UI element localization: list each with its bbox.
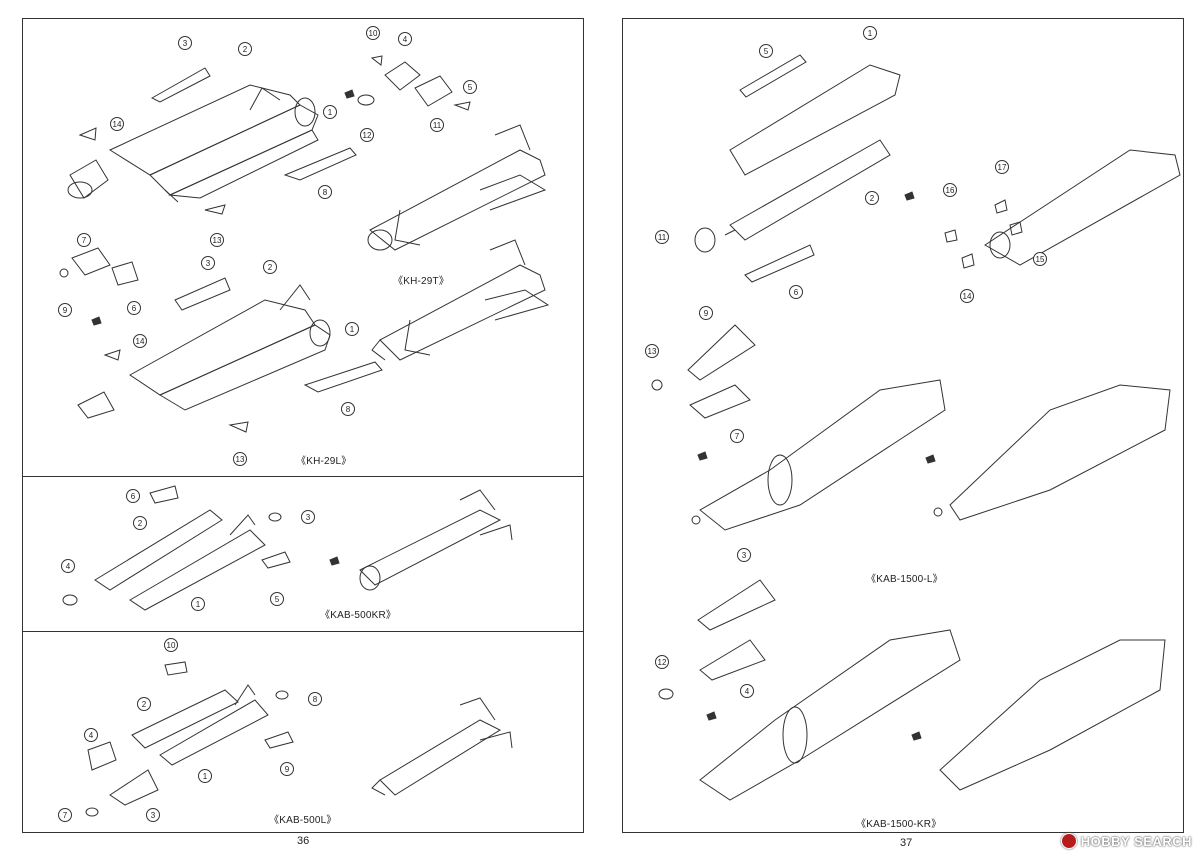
- part-number-callout: 1: [345, 322, 359, 336]
- hobby-search-logo-icon: [1060, 833, 1077, 849]
- caption-kh29l: 《KH-29L》: [296, 456, 352, 467]
- caption-kab500kr: 《KAB-500KR》: [320, 610, 397, 621]
- part-number-callout: 8: [308, 692, 322, 706]
- part-number-callout: 5: [270, 592, 284, 606]
- left-page-frame: [22, 18, 584, 833]
- part-number-callout: 5: [759, 44, 773, 58]
- kh29l-exploded-missile: [59, 247, 383, 433]
- kh29t-exploded-missile: [67, 67, 357, 215]
- kab1500kr-body-assembly: [699, 629, 1166, 801]
- part-number-callout: 7: [58, 808, 72, 822]
- left-divider-1: [22, 476, 584, 477]
- part-number-callout: 12: [360, 128, 374, 142]
- part-number-callout: 2: [238, 42, 252, 56]
- part-number-callout: 2: [133, 516, 147, 530]
- part-number-callout: 5: [463, 80, 477, 94]
- part-number-callout: 2: [137, 697, 151, 711]
- kab1500kr-nose-parts: [658, 579, 776, 700]
- part-number-callout: 13: [233, 452, 247, 466]
- part-number-callout: 9: [699, 306, 713, 320]
- part-number-callout: 10: [366, 26, 380, 40]
- part-number-callout: 4: [740, 684, 754, 698]
- part-number-callout: 1: [323, 105, 337, 119]
- part-number-callout: 1: [863, 26, 877, 40]
- part-number-callout: 13: [645, 344, 659, 358]
- part-number-callout: 6: [126, 489, 140, 503]
- part-number-callout: 3: [301, 510, 315, 524]
- watermark: HOBBY SEARCH: [1060, 833, 1192, 849]
- part-number-callout: 3: [737, 548, 751, 562]
- part-number-callout: 7: [730, 429, 744, 443]
- kh29t-assembled-missile: [367, 124, 547, 251]
- part-number-callout: 9: [280, 762, 294, 776]
- part-number-callout: 1: [191, 597, 205, 611]
- part-number-callout: 4: [398, 32, 412, 46]
- part-number-callout: 14: [133, 334, 147, 348]
- part-number-callout: 11: [655, 230, 669, 244]
- right-page-frame: [622, 18, 1184, 833]
- part-number-callout: 2: [263, 260, 277, 274]
- kab1500l-detail-assembly: [904, 149, 1181, 269]
- part-number-callout: 8: [341, 402, 355, 416]
- kab500l-assembled-bomb: [371, 697, 513, 796]
- part-number-callout: 14: [960, 289, 974, 303]
- caption-kab500l: 《KAB-500L》: [269, 815, 337, 826]
- part-number-callout: 8: [318, 185, 332, 199]
- part-number-callout: 9: [58, 303, 72, 317]
- part-number-callout: 11: [430, 118, 444, 132]
- caption-kab1500l: 《KAB-1500-L》: [866, 574, 943, 585]
- page-number-right: 37: [900, 837, 913, 849]
- part-number-callout: 1: [198, 769, 212, 783]
- kh29t-small-parts: [344, 55, 471, 111]
- part-number-callout: 3: [146, 808, 160, 822]
- part-number-callout: 6: [789, 285, 803, 299]
- kh29l-assembled-missile: [371, 239, 550, 361]
- page-number-left: 36: [297, 835, 310, 847]
- part-number-callout: 3: [201, 256, 215, 270]
- caption-kh29t: 《KH-29T》: [393, 276, 450, 287]
- part-number-callout: 10: [164, 638, 178, 652]
- part-number-callout: 15: [1033, 252, 1047, 266]
- caption-kab1500kr: 《KAB-1500-KR》: [856, 819, 942, 830]
- part-number-callout: 6: [127, 301, 141, 315]
- part-number-callout: 14: [110, 117, 124, 131]
- part-number-callout: 12: [655, 655, 669, 669]
- part-number-callout: 17: [995, 160, 1009, 174]
- watermark-text: HOBBY SEARCH: [1080, 833, 1192, 849]
- kab500l-exploded-bomb: [85, 661, 294, 817]
- part-number-callout: 13: [210, 233, 224, 247]
- left-divider-2: [22, 631, 584, 632]
- kab1500l-nose-parts: [651, 324, 756, 419]
- part-number-callout: 4: [84, 728, 98, 742]
- part-number-callout: 7: [77, 233, 91, 247]
- part-number-callout: 16: [943, 183, 957, 197]
- part-number-callout: 4: [61, 559, 75, 573]
- kab500kr-assembled-bomb: [359, 489, 513, 591]
- part-number-callout: 2: [865, 191, 879, 205]
- kab1500l-body-assembly: [691, 379, 1171, 531]
- part-number-callout: 3: [178, 36, 192, 50]
- kab500kr-exploded-bomb: [62, 485, 340, 611]
- kab1500l-exploded-bomb: [694, 54, 901, 283]
